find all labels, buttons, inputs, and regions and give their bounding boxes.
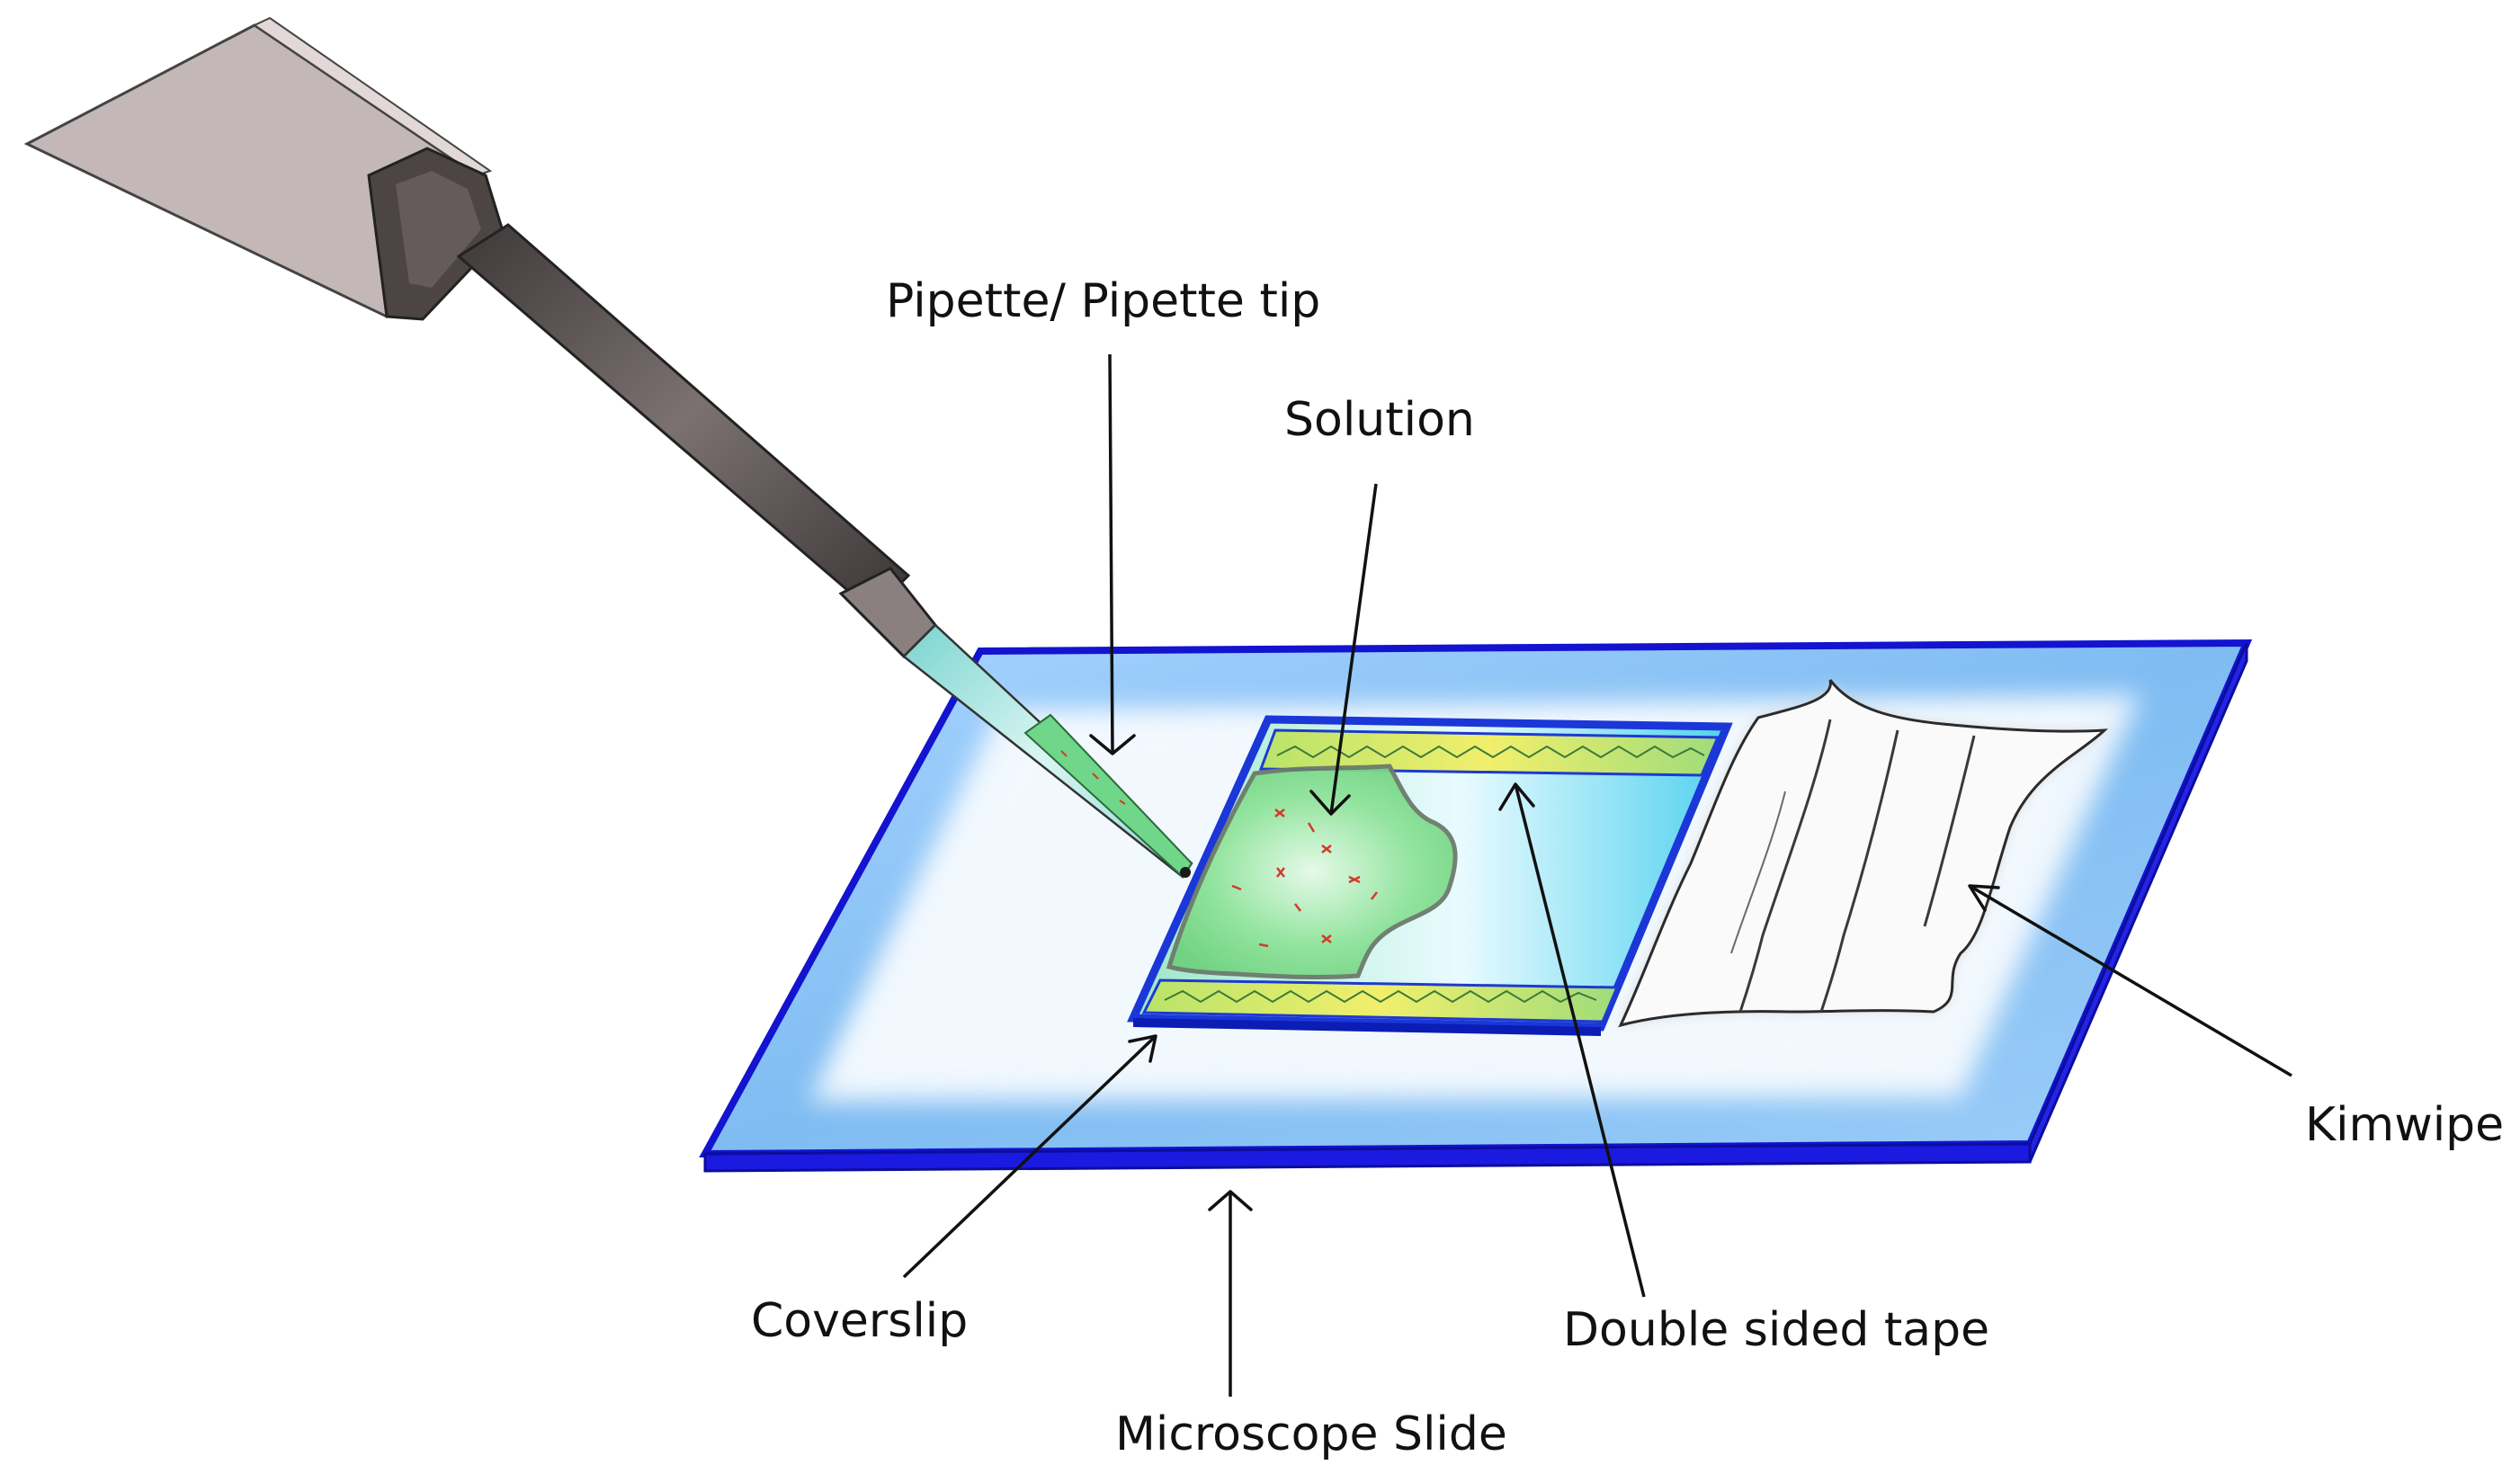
double-sided-tape-bottom <box>1141 978 1620 1023</box>
coverslip-label: Coverslip <box>751 1294 968 1348</box>
leaders <box>902 353 2292 1397</box>
tip-particles <box>1060 750 1126 805</box>
solution <box>1166 764 1458 979</box>
tape-label: Double sided tape <box>1563 1303 1989 1357</box>
kimwipe <box>1618 679 2109 1028</box>
slide-label: Microscope Slide <box>1115 1407 1507 1461</box>
solution-label: Solution <box>1284 393 1475 447</box>
droplet <box>1180 867 1191 878</box>
pipette <box>23 16 1193 879</box>
double-sided-tape-top <box>1258 728 1720 777</box>
particles <box>1231 808 1378 948</box>
kimwipe-label: Kimwipe <box>2305 1098 2504 1152</box>
pipette-label: Pipette/ Pipette tip <box>886 274 1320 328</box>
